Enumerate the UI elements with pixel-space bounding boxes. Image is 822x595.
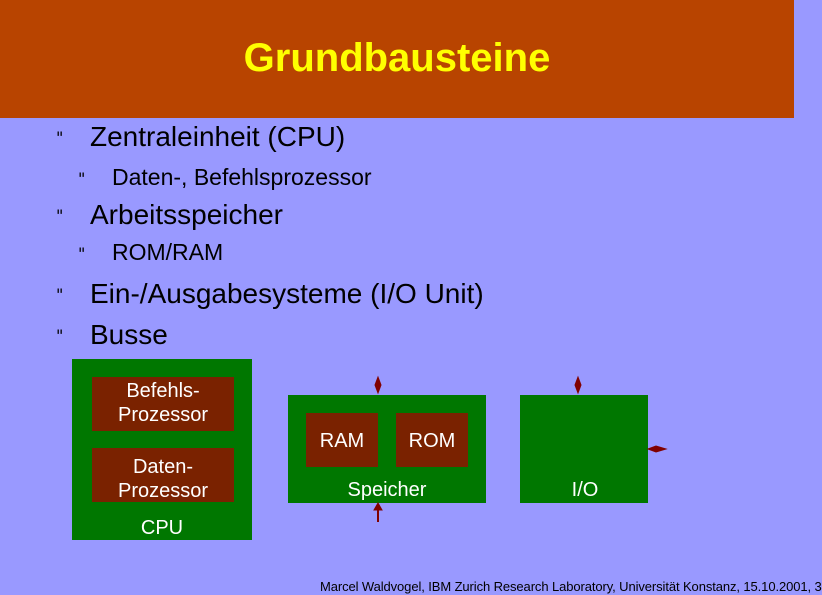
rom-box <box>396 413 468 467</box>
slide-title: Grundbausteine <box>243 36 551 80</box>
bus-arrow-speicher-down-icon <box>373 501 383 511</box>
cpu-label: CPU <box>140 517 184 539</box>
rom-label: ROM <box>408 430 456 452</box>
bullet-cpu: Zentraleinheit (CPU) <box>90 121 346 152</box>
bullet-io: Ein-/Ausgabesysteme (I/O Unit) <box>90 278 484 309</box>
befehls-line-2: Prozessor <box>117 404 209 426</box>
bullet-marker: " <box>56 285 64 304</box>
io-label: I/O <box>571 479 599 501</box>
title-bar <box>0 0 794 118</box>
io-box <box>520 395 648 503</box>
bullet-marker: " <box>78 244 86 263</box>
befehls-line-1: Befehls- <box>126 380 200 402</box>
befehls-prozessor-box <box>92 377 234 431</box>
bus-arrow-io-right-icon <box>646 445 668 453</box>
ram-label: RAM <box>319 430 365 452</box>
bullet-marker: " <box>56 326 64 345</box>
bullet-processors: Daten-, Befehlsprozessor <box>112 164 372 190</box>
bus-arrow-speicher-up-icon <box>374 375 382 395</box>
befehls-prozessor-label: Befehls- Prozessor <box>92 379 234 427</box>
bullet-arbeitsspeicher: Arbeitsspeicher <box>90 199 283 230</box>
bullet-rom-ram: ROM/RAM <box>112 239 224 265</box>
bullet-busse: Busse <box>90 319 168 350</box>
bus-arrows <box>373 375 668 522</box>
bullet-marker: " <box>56 206 64 225</box>
bus-arrow-io-up-icon <box>574 375 582 395</box>
daten-line-1: Daten- <box>132 456 194 478</box>
daten-prozessor-box <box>92 448 234 502</box>
bullet-marker: " <box>78 169 86 188</box>
bullet-marker: " <box>56 128 64 147</box>
daten-line-2: Prozessor <box>117 480 209 502</box>
speicher-label: Speicher <box>347 479 427 501</box>
ram-box <box>306 413 378 467</box>
footer-credit: Marcel Waldvogel, IBM Zurich Research La… <box>320 579 822 594</box>
daten-prozessor-label: Daten- Prozessor <box>92 455 234 503</box>
